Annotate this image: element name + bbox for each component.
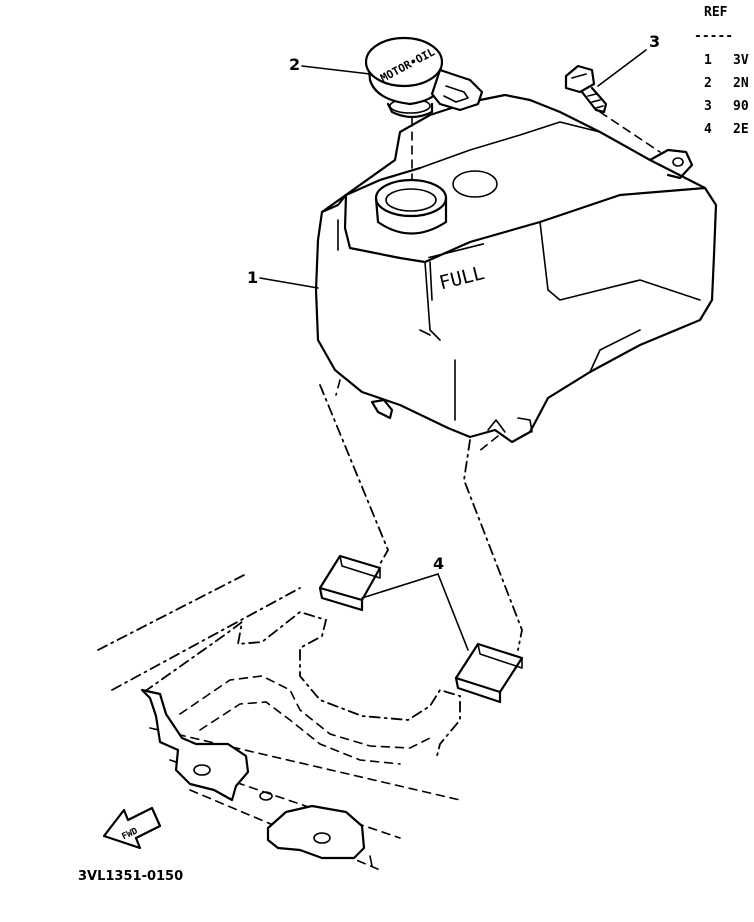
tank-boss: [452, 170, 498, 198]
forward-arrow: FWD: [102, 806, 162, 850]
mounting-tab: [648, 148, 694, 180]
bolt-shank: [580, 86, 608, 114]
callout-2: 2: [289, 55, 300, 74]
callouts: 1 2 3 4: [247, 32, 660, 651]
mounting-frame: [97, 573, 461, 871]
fwd-arrow-shape: [102, 806, 162, 850]
ref-row-4-ref: 4: [704, 122, 712, 137]
bracket-hole-1: [193, 764, 211, 776]
ref-row-2-part: 2N: [733, 76, 749, 91]
callout-1: 1: [247, 268, 258, 287]
oil-tank-cap: MOTOR•OIL: [364, 36, 484, 119]
callout-3: 3: [649, 32, 660, 51]
ref-table-separator: -----: [694, 29, 733, 44]
bolt: [564, 64, 608, 114]
callout-4: 4: [433, 554, 444, 573]
ref-table-header: REF: [704, 5, 728, 20]
ref-row-3-part: 90: [733, 99, 749, 114]
rear-bracket: [266, 804, 366, 860]
bolt-head: [564, 64, 596, 94]
drawing-code: 3VL1351-0150: [78, 869, 183, 884]
ref-row-1-ref: 1: [704, 53, 712, 68]
ref-table: REF ----- 1 3V 2 2N 3 90 4 2E: [694, 5, 749, 137]
ref-row-3-ref: 3: [704, 99, 712, 114]
assembly-lines: [319, 111, 661, 651]
ref-row-4-part: 2E: [733, 122, 749, 137]
oil-tank: FULL: [314, 93, 718, 444]
damper-right: [454, 642, 524, 704]
front-bracket: [140, 688, 250, 802]
bracket-hole-2: [259, 791, 273, 801]
ref-row-1-part: 3V: [733, 53, 749, 68]
bracket-hole-3: [313, 832, 331, 844]
ref-row-2-ref: 2: [704, 76, 712, 91]
cap-top: [364, 36, 444, 88]
damper-left: [318, 554, 382, 612]
outlet-fitting: [370, 398, 394, 420]
oil-tank-body: [314, 93, 718, 444]
